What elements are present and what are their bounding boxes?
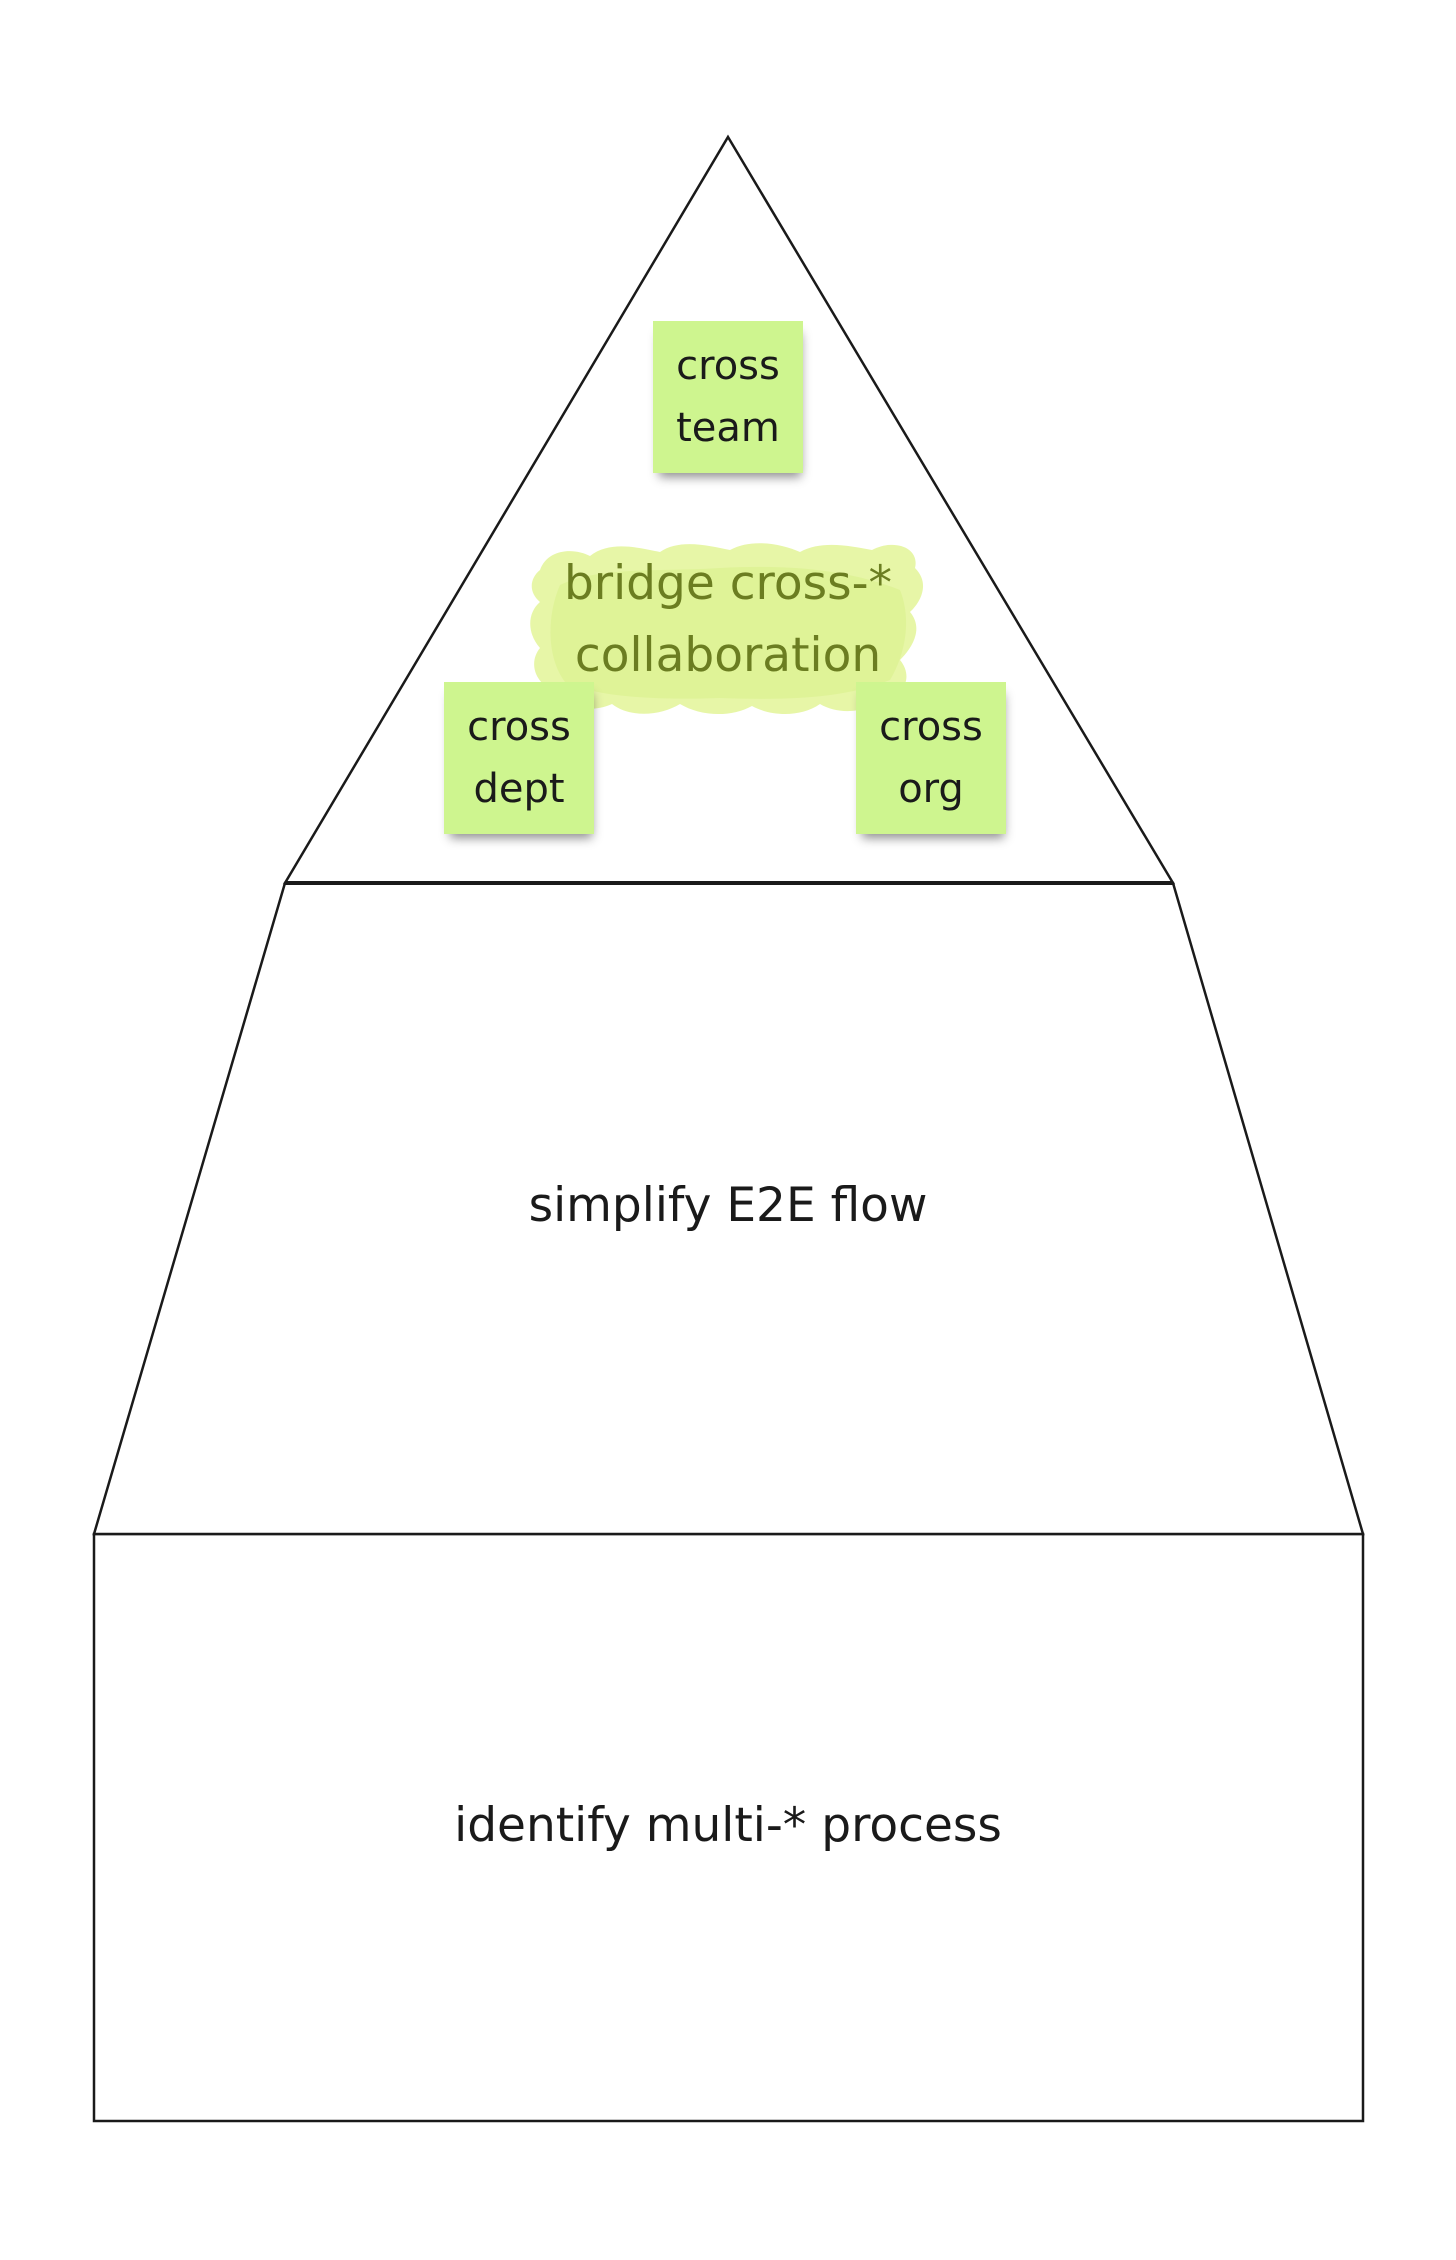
sticky-line-2: dept (473, 766, 565, 812)
highlight-label: bridge cross-* collaboration (478, 548, 978, 692)
sticky-line-2: team (676, 405, 780, 451)
bottom-layer-label: identify multi-* process (454, 1798, 1002, 1853)
highlight-blob (530, 543, 924, 715)
top-layer-shape (282, 134, 1176, 885)
sticky-note-cross-team[interactable]: cross team (653, 321, 803, 473)
sticky-line-1: cross (676, 343, 780, 389)
sticky-line-1: cross (879, 704, 983, 750)
bottom-layer-shape (92, 1532, 1365, 2123)
sticky-line-1: cross (467, 704, 571, 750)
sticky-note-cross-org[interactable]: cross org (856, 682, 1006, 834)
sticky-note-cross-dept[interactable]: cross dept (444, 682, 594, 834)
middle-layer-label: simplify E2E flow (528, 1178, 928, 1233)
sticky-line-2: org (898, 766, 964, 812)
highlight-line-2: collaboration (574, 628, 882, 683)
highlight-line-1: bridge cross-* (563, 556, 893, 611)
